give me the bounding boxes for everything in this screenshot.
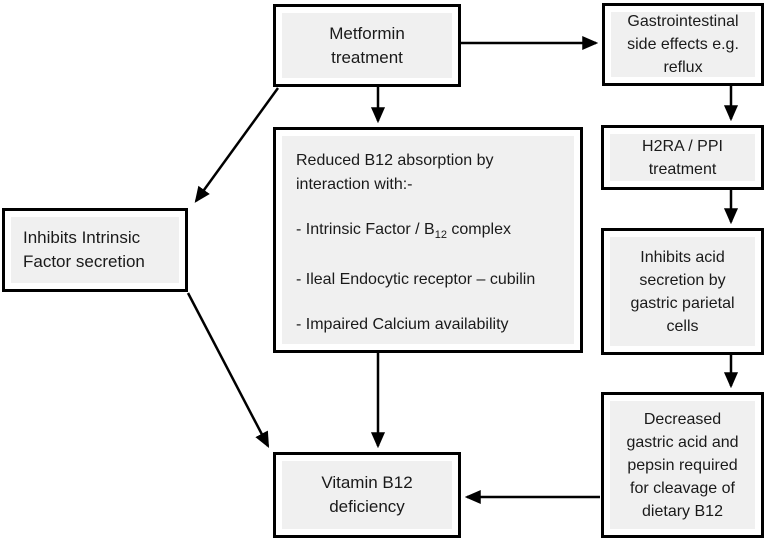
node-text-line: Metformin — [329, 23, 405, 43]
node-text-line: interaction with:- — [296, 176, 413, 193]
node-text-line: side effects e.g. — [627, 36, 739, 53]
node-decreased-gastric-acid: Decreased gastric acid and pepsin requir… — [601, 392, 764, 538]
arrow-inhibits-if-to-b12-deficiency — [186, 292, 270, 448]
node-text-line: cells — [666, 317, 699, 335]
node-text-line: gastric parietal — [630, 294, 735, 312]
node-text-line: pepsin required — [627, 456, 738, 474]
node-panel: Decreased gastric acid and pepsin requir… — [610, 401, 755, 529]
node-metformin-treatment: Metformin treatment — [273, 4, 461, 87]
bullet-text: - Intrinsic Factor / B — [296, 221, 435, 238]
bullet-text: complex — [446, 221, 511, 238]
node-reduced-b12-absorption: Reduced B12 absorption by interaction wi… — [273, 127, 583, 353]
node-text-line: secretion by — [639, 271, 726, 289]
node-text-line: Reduced B12 absorption by — [296, 152, 494, 169]
node-panel: Gastrointestinal side effects e.g. reflu… — [611, 12, 755, 77]
node-text-line: treatment — [648, 160, 717, 178]
node-panel: Inhibits acid secretion by gastric parie… — [610, 237, 755, 346]
node-text-line: gastric acid and — [626, 433, 739, 451]
node-text-line: reflux — [663, 59, 703, 76]
node-vitamin-b12-deficiency: Vitamin B12 deficiency — [273, 452, 461, 538]
node-h2ra-ppi-treatment: H2RA / PPI treatment — [601, 125, 764, 190]
node-text-line: Gastrointestinal — [627, 13, 739, 30]
node-panel: Vitamin B12 deficiency — [282, 461, 452, 529]
node-panel: Reduced B12 absorption by interaction wi… — [282, 136, 574, 344]
node-text-line: deficiency — [329, 497, 405, 516]
node-text-line: for cleavage of — [630, 479, 735, 497]
bullet-intrinsic-factor: - Intrinsic Factor / B12 complex — [296, 218, 511, 247]
node-text-line: Inhibits Intrinsic — [23, 228, 141, 247]
node-text-line: treatment — [331, 47, 403, 67]
node-panel: Inhibits Intrinsic Factor secretion — [11, 217, 179, 283]
node-panel: Metformin treatment — [282, 13, 452, 78]
bullet-impaired-calcium: - Impaired Calcium availability — [296, 316, 509, 334]
arrow-metformin-to-inhibits-if — [194, 87, 280, 203]
node-text-line: H2RA / PPI — [642, 137, 723, 155]
node-inhibits-intrinsic-factor: Inhibits Intrinsic Factor secretion — [2, 208, 188, 292]
node-gastrointestinal-side-effects: Gastrointestinal side effects e.g. reflu… — [602, 3, 764, 86]
node-panel: H2RA / PPI treatment — [610, 134, 755, 181]
node-text-line: Factor secretion — [23, 252, 145, 271]
node-inhibits-acid-secretion: Inhibits acid secretion by gastric parie… — [601, 228, 764, 355]
node-text-line: Inhibits acid — [640, 248, 725, 266]
b12-subscript: 12 — [434, 229, 447, 242]
node-text-line: Vitamin B12 — [321, 473, 413, 492]
node-text-line: dietary B12 — [642, 502, 723, 520]
node-text-line: Decreased — [643, 410, 722, 428]
bullet-ileal-receptor: - Ileal Endocytic receptor – cubilin — [296, 271, 536, 289]
